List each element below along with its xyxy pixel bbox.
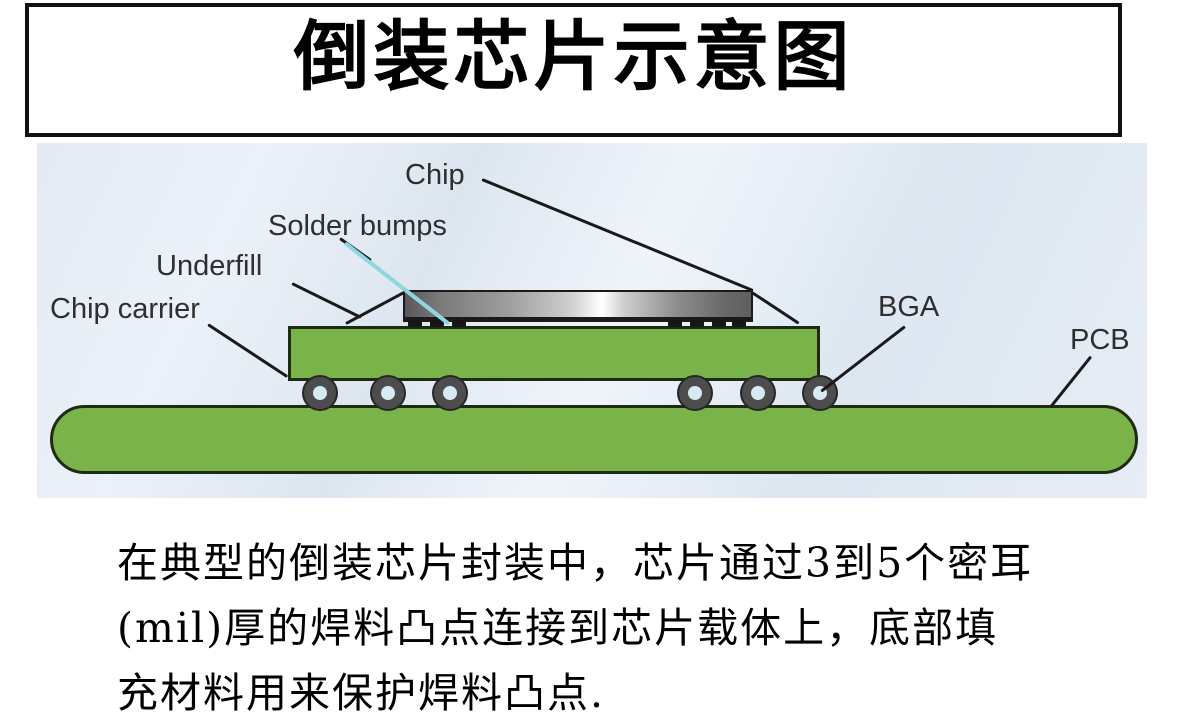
caption: 在典型的倒装芯片封装中，芯片通过3到5个密耳 (mil)厚的焊料凸点连接到芯片载… [117, 531, 1157, 726]
solder-bump [690, 320, 704, 327]
underfill-fillet-left [345, 291, 405, 325]
label-chip: Chip [405, 159, 465, 191]
chip-die [403, 290, 753, 322]
bga-ball [372, 377, 404, 409]
pcb-pointer-line [1049, 355, 1093, 408]
label-pcb: PCB [1070, 324, 1130, 356]
flip-chip-diagram: Chip Solder bumps Underfill Chip carrier… [37, 143, 1147, 498]
solder-bump [668, 320, 682, 327]
caption-line: (mil)厚的焊料凸点连接到芯片载体上，底部填 [117, 604, 999, 652]
solder-bump [712, 320, 726, 327]
chip-carrier-body [288, 326, 820, 381]
label-underfill: Underfill [156, 250, 263, 282]
label-bga: BGA [878, 291, 940, 323]
page-title: 倒装芯片示意图 [293, 12, 854, 101]
bga-ball [742, 377, 774, 409]
underfill-fillet-right [751, 291, 800, 325]
pcb-board [50, 405, 1138, 474]
chip-pointer-line [481, 178, 754, 292]
bga-pointer-line [820, 325, 906, 393]
solder-bump [732, 320, 746, 327]
solder-bump [430, 320, 444, 327]
bga-ball [304, 377, 336, 409]
label-solder-bumps: Solder bumps [268, 210, 447, 242]
solder-bump [408, 320, 422, 327]
chip-carrier-pointer-line [207, 323, 288, 378]
caption-line: 充材料用来保护焊料凸点. [117, 669, 606, 717]
caption-line: 在典型的倒装芯片封装中，芯片通过3到5个密耳 [117, 539, 1034, 587]
bga-ball [679, 377, 711, 409]
label-chip-carrier: Chip carrier [50, 293, 200, 325]
solder-bump [452, 320, 466, 327]
underfill-pointer-line [291, 282, 362, 319]
bga-ball [434, 377, 466, 409]
title-box: 倒装芯片示意图 [25, 3, 1122, 137]
